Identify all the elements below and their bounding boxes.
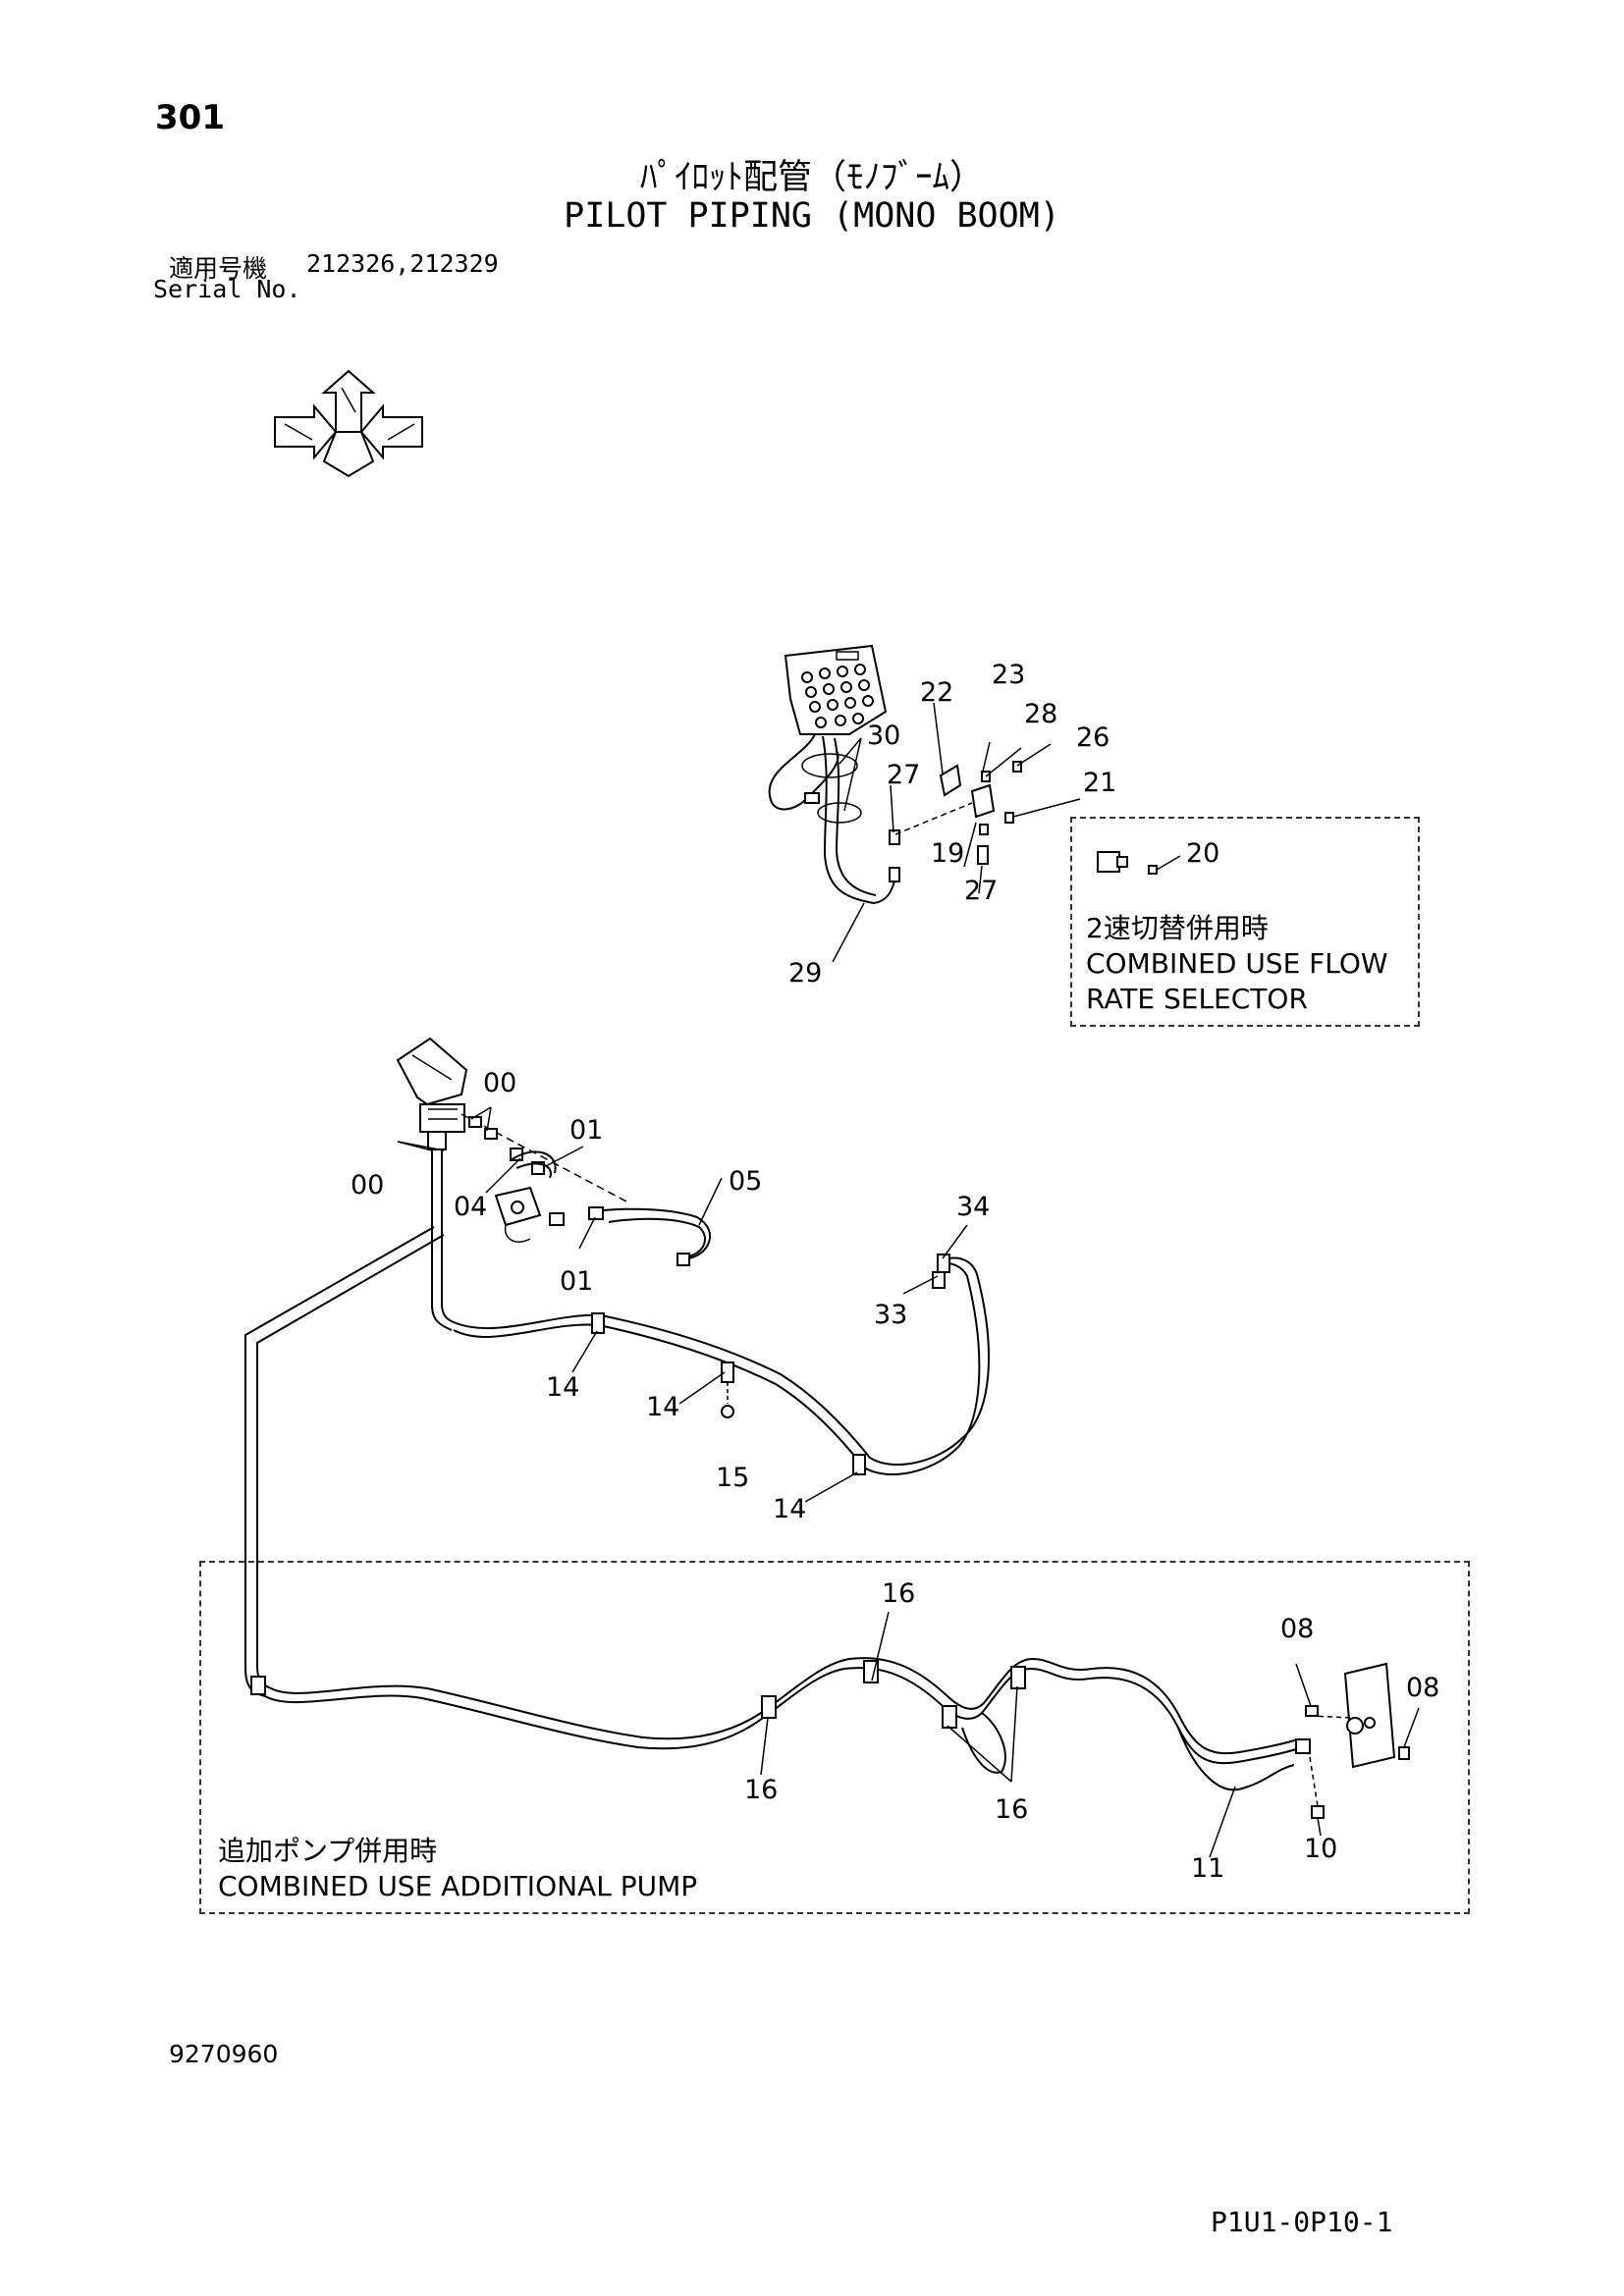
callout-00-left: 00 — [351, 1170, 384, 1201]
valve-ports — [801, 664, 874, 728]
callout-34: 34 — [956, 1192, 990, 1222]
callout-26: 26 — [1076, 722, 1110, 753]
callout-14-c: 14 — [773, 1494, 806, 1524]
callout-11: 11 — [1191, 1853, 1224, 1884]
leader-lines — [397, 702, 1420, 1858]
callout-01-bottom: 01 — [560, 1266, 593, 1297]
callout-08-left: 08 — [1280, 1614, 1314, 1644]
selector-valve-small — [1097, 851, 1158, 875]
callout-14-b: 14 — [646, 1392, 679, 1422]
callout-19: 19 — [931, 838, 964, 869]
flow-selector-note: 2速切替併用時 COMBINED USE FLOW RATE SELECTOR — [1086, 911, 1388, 1017]
serial-label-english: Serial No. — [153, 275, 301, 303]
callout-33: 33 — [874, 1300, 907, 1330]
callout-01-top: 01 — [569, 1115, 603, 1146]
callout-16-right: 16 — [995, 1794, 1028, 1825]
callout-16-left: 16 — [744, 1775, 778, 1805]
callout-10: 10 — [1304, 1834, 1337, 1864]
page-code: P1U1-0P10-1 — [1211, 2206, 1393, 2238]
callout-23: 23 — [992, 660, 1025, 690]
page-number: 301 — [155, 98, 225, 137]
document-id: 9270960 — [169, 2040, 279, 2068]
flow-selector-note-en-1: COMBINED USE FLOW — [1086, 947, 1388, 980]
callout-05: 05 — [729, 1166, 762, 1197]
callout-29: 29 — [788, 958, 822, 988]
orientation-compass-icon — [274, 369, 423, 478]
pedal-assembly — [396, 1037, 468, 1150]
flow-selector-note-en-2: RATE SELECTOR — [1086, 983, 1308, 1015]
callout-28: 28 — [1024, 699, 1057, 729]
pump-bracket — [1343, 1662, 1396, 1769]
callout-08-right: 08 — [1406, 1673, 1439, 1703]
pedal-fittings — [468, 1116, 545, 1175]
callout-30: 30 — [867, 721, 900, 751]
callout-21: 21 — [1083, 768, 1116, 798]
additional-pump-note-jp: 追加ポンプ併用時 — [218, 1835, 438, 1867]
callout-15: 15 — [716, 1463, 749, 1493]
title-english: PILOT PIPING (MONO BOOM) — [564, 196, 1060, 236]
pilot-valve — [784, 644, 888, 735]
serial-label-japanese: 適用号機 — [169, 254, 268, 283]
additional-pump-note: 追加ポンプ併用時 COMBINED USE ADDITIONAL PUMP — [218, 1834, 697, 1904]
additional-pump-box — [199, 1561, 1470, 1914]
callout-27-bottom: 27 — [964, 876, 998, 906]
callout-00-right: 00 — [483, 1068, 516, 1098]
flow-selector-note-jp: 2速切替併用時 — [1086, 912, 1269, 944]
callout-16-top: 16 — [882, 1578, 915, 1609]
serial-numbers: 212326,212329 — [306, 249, 499, 278]
selector-bracket — [939, 761, 1022, 865]
callout-20: 20 — [1186, 838, 1219, 869]
title-japanese: ﾊﾟｲﾛｯﾄ配管（ﾓﾉﾌﾞｰﾑ） — [639, 158, 984, 197]
additional-pump-note-en: COMBINED USE ADDITIONAL PUMP — [218, 1870, 698, 1902]
callout-04: 04 — [454, 1192, 487, 1222]
shuttle-valve — [494, 1186, 542, 1227]
callout-27-top: 27 — [887, 760, 920, 790]
callout-22: 22 — [920, 677, 953, 708]
callout-14-a: 14 — [546, 1372, 579, 1403]
flow-selector-box — [1070, 817, 1420, 1027]
